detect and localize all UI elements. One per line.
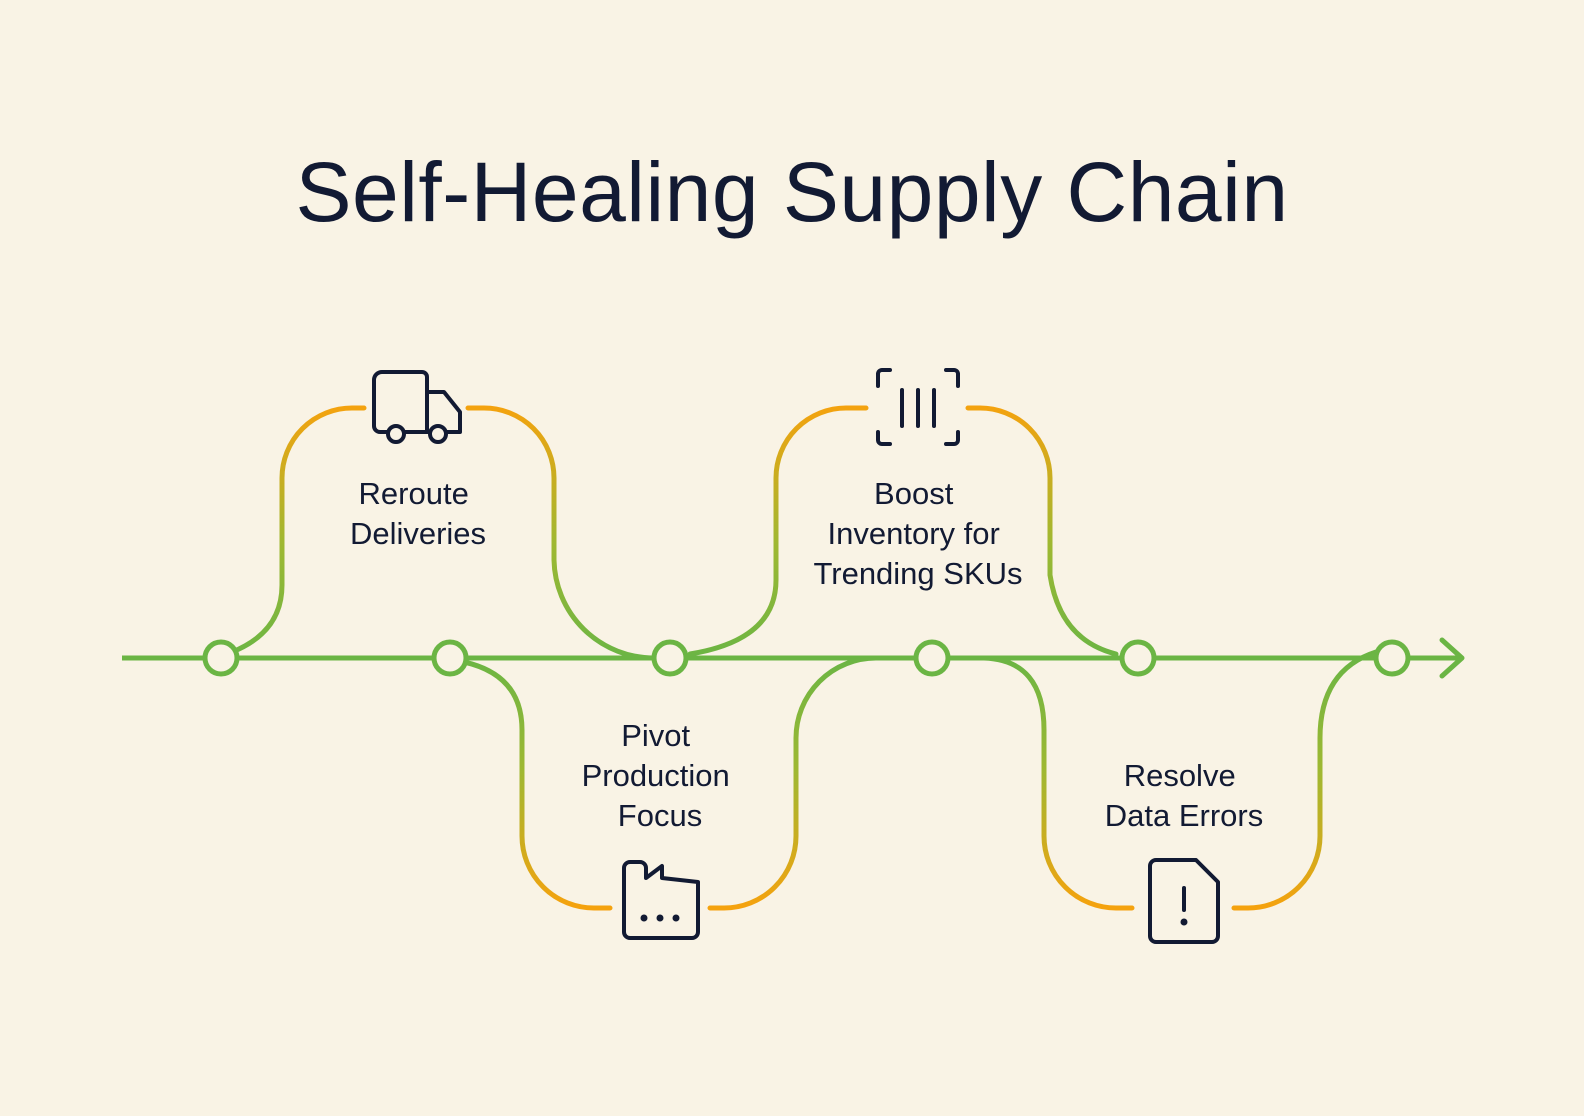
node-2[interactable]	[431, 639, 469, 677]
loop-pivot	[461, 655, 879, 911]
step-label-resolve: Resolve Data Errors	[1105, 758, 1263, 833]
loop-resolve	[981, 649, 1379, 911]
timeline-nodes	[202, 639, 1411, 677]
arrow-right-icon	[1439, 637, 1465, 679]
page-title: Self-Healing Supply Chain	[295, 145, 1289, 239]
step-label-reroute: Reroute Deliveries	[350, 476, 486, 551]
barcode-scan-icon	[876, 368, 960, 446]
loop-reroute	[229, 405, 657, 661]
node-4[interactable]	[913, 639, 951, 677]
loop-boost	[687, 405, 1119, 657]
node-6[interactable]	[1373, 639, 1411, 677]
document-alert-icon	[1148, 858, 1220, 944]
factory-icon	[622, 860, 700, 940]
truck-icon	[372, 370, 462, 444]
node-1[interactable]	[202, 639, 240, 677]
step-label-boost: Boost Inventory for Trending SKUs	[813, 476, 1022, 591]
step-label-pivot: Pivot Production Focus	[582, 718, 739, 833]
node-5[interactable]	[1119, 639, 1157, 677]
node-3[interactable]	[651, 639, 689, 677]
